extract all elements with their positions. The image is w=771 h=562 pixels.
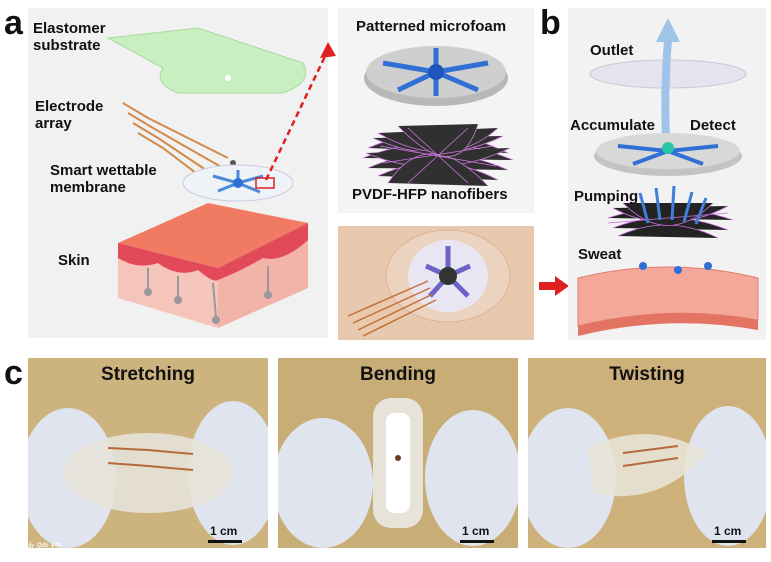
label-twisting: Twisting bbox=[609, 364, 685, 385]
panel-b-schematic bbox=[568, 8, 766, 340]
photo-twisting bbox=[528, 358, 766, 548]
zoom-arrow bbox=[264, 42, 336, 181]
label-patterned-microfoam: Patterned microfoam bbox=[356, 18, 507, 35]
label-pvdf-hfp-nanofibers: PVDF-HFP nanofibers bbox=[352, 186, 508, 203]
skin-top-shape bbox=[118, 203, 308, 268]
scale-bar-3 bbox=[712, 540, 746, 543]
photo-stretching bbox=[28, 358, 268, 548]
panel-c-letter: c bbox=[4, 354, 23, 392]
label-bending: Bending bbox=[360, 364, 436, 385]
label-sweat: Sweat bbox=[578, 246, 622, 263]
watermark-text: 大数跨境 bbox=[8, 541, 65, 556]
scale-label-2: 1 cm bbox=[462, 524, 490, 538]
label-accumulate: Accumulate bbox=[570, 117, 656, 134]
label-stretching: Stretching bbox=[101, 364, 195, 385]
panel-a-letter: a bbox=[4, 4, 23, 42]
red-arrow-to-b bbox=[539, 276, 569, 296]
scale-label-1: 1 cm bbox=[210, 524, 238, 538]
panel-b-letter: b bbox=[540, 4, 561, 42]
scale-bar-2 bbox=[460, 540, 494, 543]
label-pumping: Pumping bbox=[574, 188, 639, 205]
label-skin: Skin bbox=[58, 252, 90, 269]
scale-bar-1 bbox=[208, 540, 242, 543]
scale-label-3: 1 cm bbox=[714, 524, 742, 538]
label-electrode-array: Electrode array bbox=[35, 98, 104, 133]
label-detect: Detect bbox=[690, 117, 736, 134]
label-smart-wettable-membrane: Smart wettable membrane bbox=[50, 162, 157, 197]
label-outlet: Outlet bbox=[590, 42, 634, 59]
device-on-skin-photo bbox=[338, 226, 534, 340]
label-elastomer-substrate: Elastomer substrate bbox=[33, 20, 106, 55]
elastomer-substrate-shape bbox=[106, 27, 306, 94]
photo-bending bbox=[278, 358, 518, 548]
panel-a-schematic bbox=[28, 8, 328, 338]
layers-panel bbox=[338, 8, 534, 213]
